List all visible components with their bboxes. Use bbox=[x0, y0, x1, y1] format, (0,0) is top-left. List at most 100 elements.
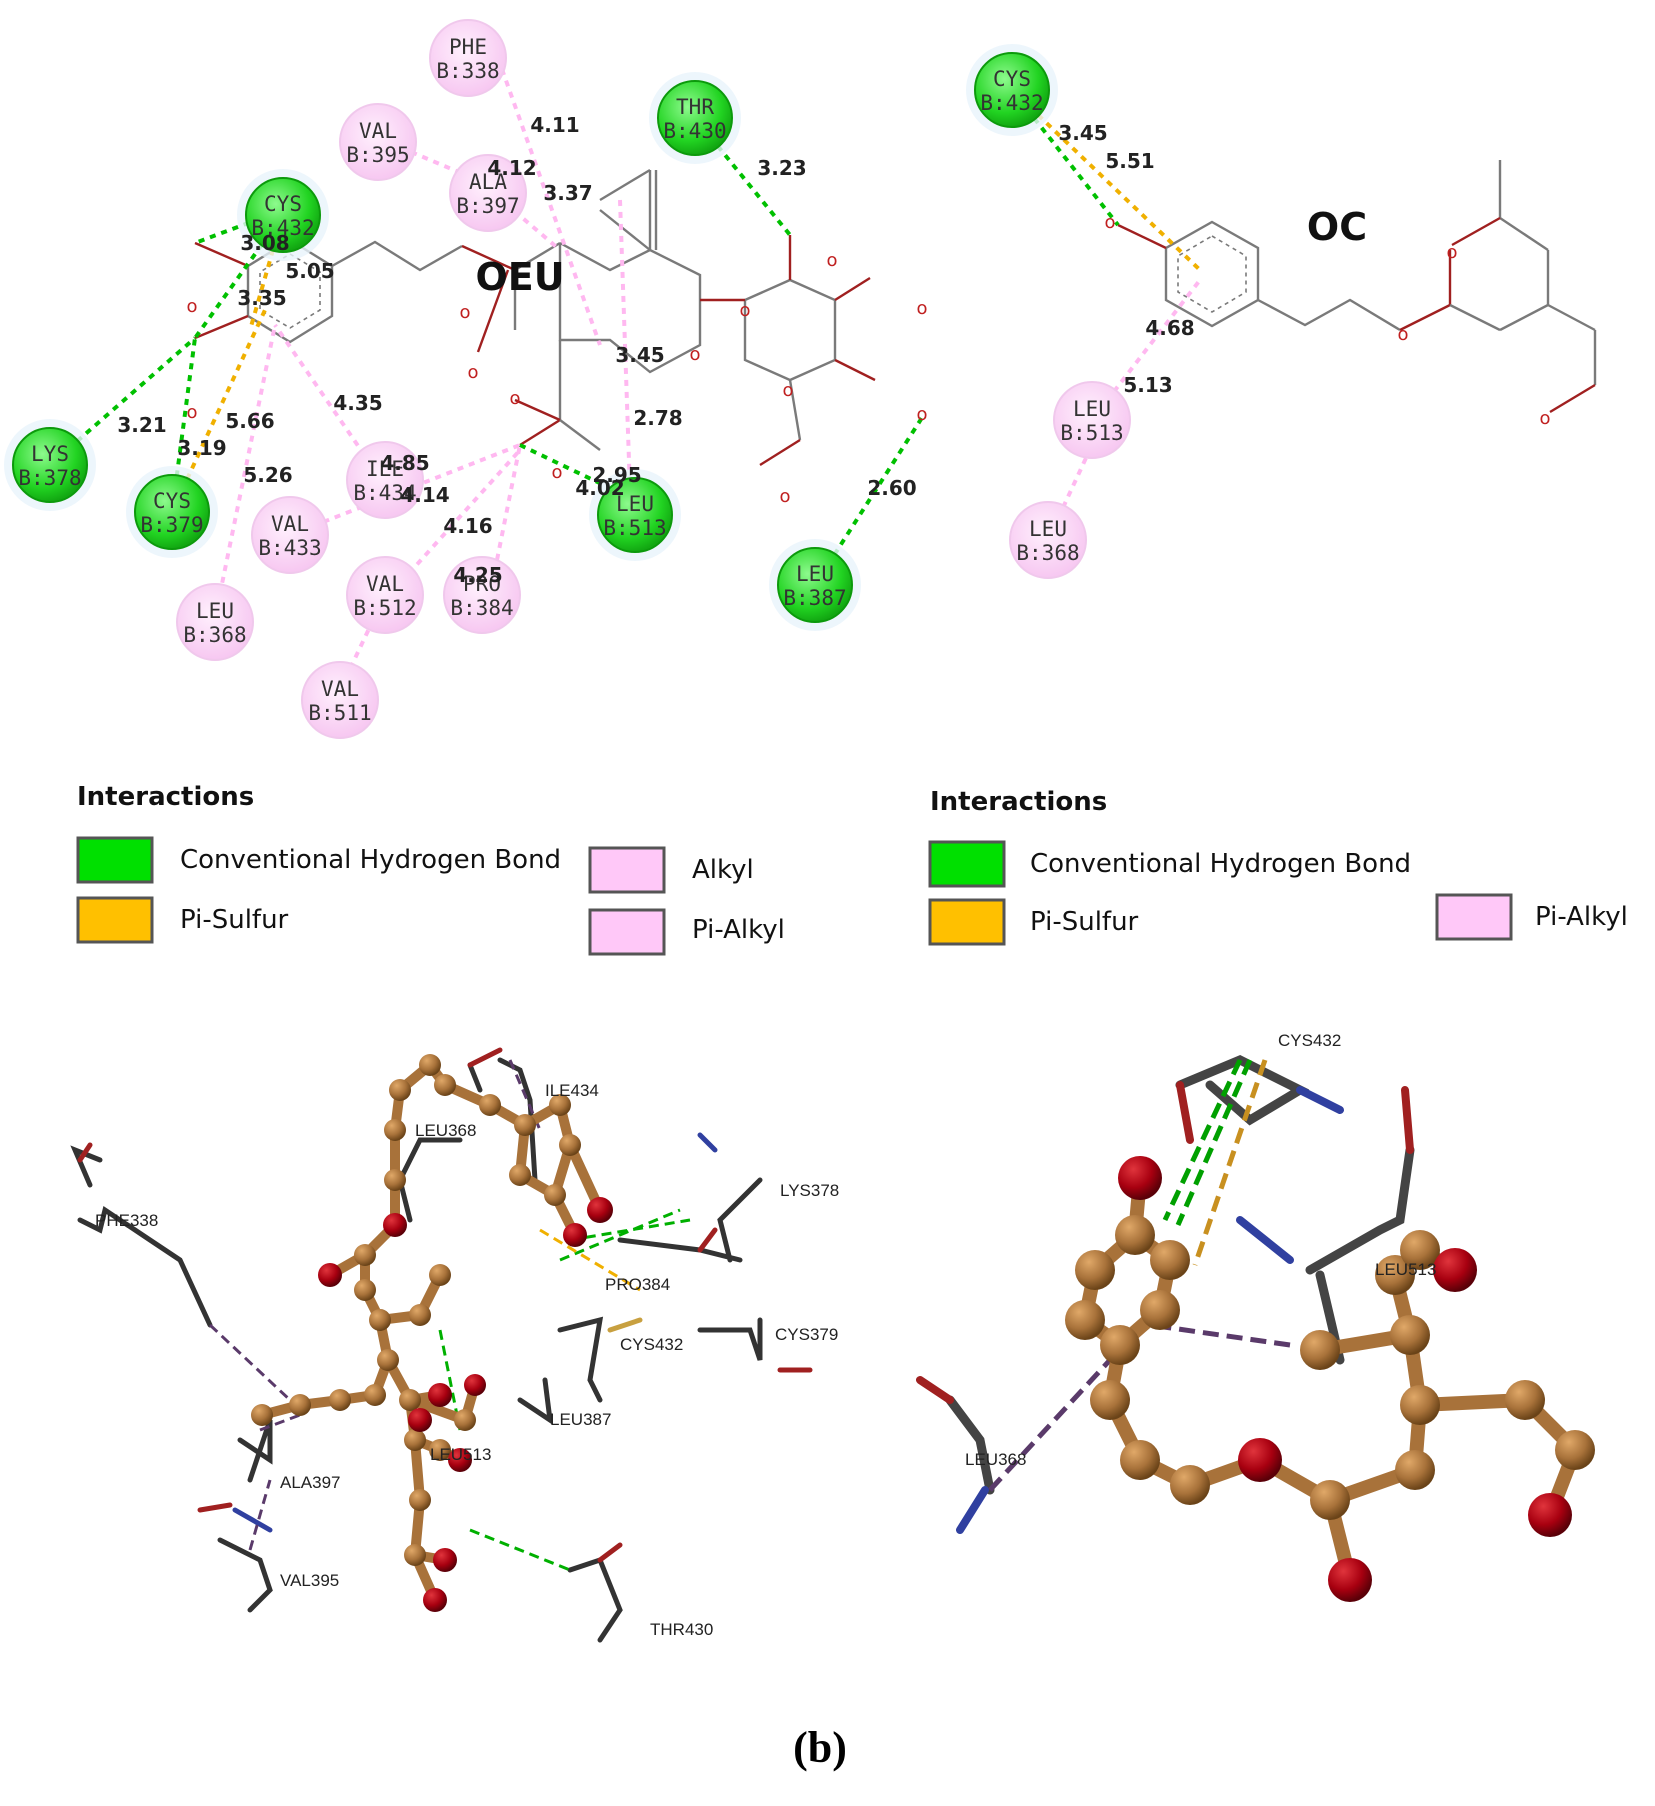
residue-name: LEU bbox=[1029, 517, 1067, 541]
residue-name: CYS bbox=[993, 67, 1031, 91]
residue-name: VAL bbox=[359, 119, 397, 143]
residue-id: B:368 bbox=[183, 623, 246, 647]
residue-id: B:513 bbox=[1060, 421, 1123, 445]
distance-label: 5.05 bbox=[285, 259, 334, 283]
residue-id: B:397 bbox=[456, 194, 519, 218]
distance-label: 4.16 bbox=[443, 514, 492, 538]
distance-label: 4.02 bbox=[575, 476, 624, 500]
oc-3d-residue-labels: CYS432 LEU513 LEU368 bbox=[965, 1031, 1436, 1469]
label-ile434: ILE434 bbox=[545, 1081, 599, 1100]
svg-text:o: o bbox=[186, 296, 197, 317]
residue-id: B:511 bbox=[308, 701, 371, 725]
svg-text:o: o bbox=[1539, 408, 1550, 429]
residue-name: PRO bbox=[463, 572, 501, 596]
residue-name: LEU bbox=[616, 492, 654, 516]
residue-name: THR bbox=[676, 95, 714, 119]
residue-name: ILE bbox=[366, 457, 404, 481]
legend-label-hbond: Conventional Hydrogen Bond bbox=[180, 845, 561, 875]
distance-label: 4.68 bbox=[1145, 316, 1194, 340]
distance-label: 5.66 bbox=[225, 409, 274, 433]
distance-label: 3.08 bbox=[240, 231, 289, 255]
distance-label: 4.14 bbox=[400, 483, 449, 507]
label-leu513: LEU513 bbox=[430, 1445, 491, 1464]
distance-label: 2.95 bbox=[592, 463, 641, 487]
residue-name: LEU bbox=[196, 599, 234, 623]
svg-text:o: o bbox=[779, 486, 790, 507]
label-leu368: LEU368 bbox=[965, 1450, 1026, 1469]
distance-label: 2.60 bbox=[867, 476, 916, 500]
legend-swatch-pi-alkyl bbox=[1435, 893, 1513, 941]
oeu-3d-bonds bbox=[257, 1060, 605, 1605]
distance-label: 3.45 bbox=[615, 343, 664, 367]
residue-name: CYS bbox=[153, 489, 191, 513]
oc-3d-interaction-lines bbox=[988, 1058, 1291, 1492]
distance-label: 5.26 bbox=[243, 463, 292, 487]
residue-id: B:338 bbox=[436, 59, 499, 83]
legend-swatch-pi-sulfur bbox=[928, 898, 1006, 946]
residue-id: B:368 bbox=[1016, 541, 1079, 565]
oeu-oxygen-atoms: o o o o o o o o o o o o o bbox=[186, 250, 927, 507]
svg-text:o: o bbox=[1446, 242, 1457, 263]
distance-label: 5.51 bbox=[1105, 149, 1154, 173]
distance-label: 3.37 bbox=[543, 181, 592, 205]
oc-3d-view: CYS432 LEU513 LEU368 bbox=[916, 1031, 1595, 1602]
residue-id: B:378 bbox=[18, 466, 81, 490]
distance-label: 4.35 bbox=[333, 391, 382, 415]
oeu-3d-ligand bbox=[251, 1054, 613, 1612]
legend-label-alkyl: Alkyl bbox=[692, 855, 754, 885]
legend-left-title: Interactions bbox=[77, 782, 254, 812]
residue-id: B:434 bbox=[353, 481, 416, 505]
distance-label: 5.13 bbox=[1123, 373, 1172, 397]
legend-label-pi-alkyl: Pi-Alkyl bbox=[1535, 902, 1628, 932]
oeu-distance-labels: 4.114.123.373.233.085.053.353.454.353.21… bbox=[117, 113, 916, 587]
svg-text:o: o bbox=[826, 250, 837, 271]
residue-id: B:513 bbox=[603, 516, 666, 540]
residue-id: B:395 bbox=[346, 143, 409, 167]
label-pro384: PRO384 bbox=[605, 1275, 670, 1294]
label-cys379: CYS379 bbox=[775, 1325, 838, 1344]
label-ala397: ALA397 bbox=[280, 1473, 341, 1492]
legend-right-title: Interactions bbox=[930, 787, 1107, 817]
legend-right: Interactions Conventional Hydrogen Bond … bbox=[928, 787, 1628, 946]
residue-id: B:387 bbox=[783, 586, 846, 610]
label-leu513: LEU513 bbox=[1375, 1260, 1436, 1279]
oeu-3d-view: ILE434 LEU368 LYS378 PHE338 PRO384 CYS43… bbox=[70, 1047, 839, 1643]
residue-id: B:432 bbox=[980, 91, 1043, 115]
oc-3d-ligand bbox=[1065, 1156, 1595, 1602]
oeu-3d-colored-sticks bbox=[77, 1047, 813, 1563]
residue-name: CYS bbox=[264, 192, 302, 216]
oc-ligand-name: OC bbox=[1307, 205, 1367, 249]
oc-3d-atoms bbox=[1065, 1156, 1595, 1602]
residue-id: B:512 bbox=[353, 596, 416, 620]
svg-text:o: o bbox=[459, 302, 470, 323]
legend-swatch-alkyl bbox=[588, 846, 666, 894]
distance-label: 3.19 bbox=[177, 436, 226, 460]
residue-id: B:379 bbox=[140, 513, 203, 537]
oeu-3d-atoms bbox=[251, 1054, 613, 1612]
legend-swatch-hbond bbox=[76, 836, 154, 884]
oc-3d-colored-sticks bbox=[916, 1081, 1414, 1534]
oc-2d-diagram: o o o o bbox=[1010, 88, 1597, 541]
label-thr430: THR430 bbox=[650, 1620, 713, 1639]
oeu-residue-nodes: PHEB:338VALB:395ALAB:397THRB:430CYSB:432… bbox=[4, 19, 861, 739]
oeu-3d-interaction-lines bbox=[208, 1059, 691, 1572]
residue-name: LEU bbox=[796, 562, 834, 586]
legend-label-pi-sulfur: Pi-Sulfur bbox=[1030, 907, 1139, 937]
svg-text:o: o bbox=[1397, 324, 1408, 345]
residue-name: ALA bbox=[469, 170, 507, 194]
svg-text:o: o bbox=[916, 298, 927, 319]
label-leu387: LEU387 bbox=[550, 1410, 611, 1429]
distance-label: 4.11 bbox=[530, 113, 579, 137]
oeu-2d-diagram: o o o o o o o o o o o o o bbox=[48, 57, 928, 691]
